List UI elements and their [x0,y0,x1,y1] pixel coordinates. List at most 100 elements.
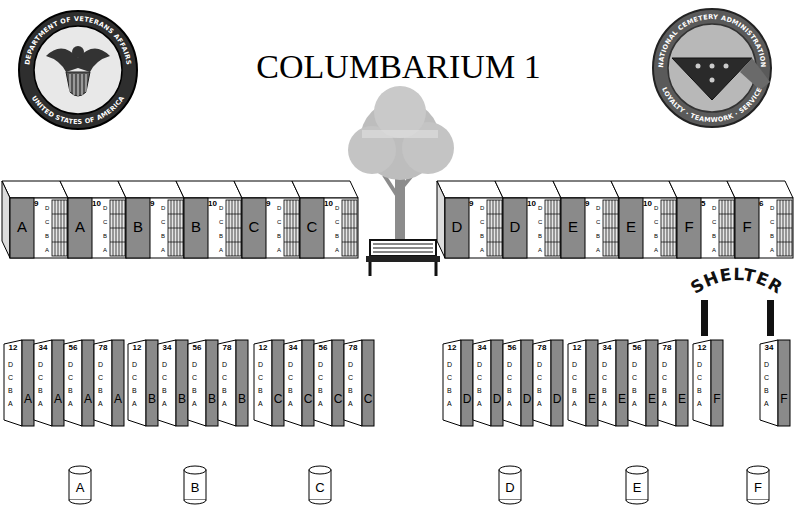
niche-wall [126,198,184,258]
row-letters: D C B A [654,201,660,257]
slab-front [332,340,344,426]
niche-grid [661,200,676,256]
block-number: 9 [34,199,46,209]
block-top [495,181,561,198]
niche-grid [284,200,299,256]
slab-front [551,340,563,426]
wall-block: D9D C B A [445,198,503,258]
block-shapes [2,181,793,504]
wall-block: F5D C B A [677,198,735,258]
section-letter: D [551,392,563,406]
slab-front [461,340,473,426]
block-number: 34 [35,343,51,353]
niche-grid [52,200,67,256]
niche-line [168,228,183,229]
niche-line [110,242,125,243]
section-letter: E [561,218,585,236]
row-letters: D C B A [662,358,668,410]
niche-slab: E 12 D C B A [568,340,598,426]
slab-side [158,340,176,426]
row-letters: D C B A [348,358,354,410]
row-letters: D C B A [288,358,294,410]
section-letter: C [309,480,331,496]
curved-text-path: DEPARTMENT OF VETERANS AFFAIRS [23,15,133,65]
row-letters: D C B A [507,358,513,410]
bench-legs [370,262,436,276]
marker-base [626,500,648,504]
niche-line [284,228,299,229]
row-letters: D C B A [477,358,483,410]
wall-band [735,198,759,258]
niche-grid [110,200,125,256]
wall-block: A10D C B A [68,198,126,258]
block-number: 78 [95,343,111,353]
block-number: 12 [569,343,585,353]
niche-line [342,242,357,243]
wall-band [10,198,34,258]
marker-base [747,500,769,504]
row-letters: D C B A [572,358,578,410]
row-letters: D C B A [596,201,602,257]
block-number: 12 [444,343,460,353]
block-top [437,181,503,198]
niche-slab: B56D C B A [188,340,218,426]
row-letters: D C B A [632,358,638,410]
wall-block: B10D C B A [184,198,242,258]
row-letters: D C B A [770,201,776,257]
curved-text-path: SHELTER [687,264,787,298]
niche-line [226,228,241,229]
bench [366,240,440,276]
shield-stripes [70,74,86,96]
section-letter: A [69,480,91,496]
section-letter: B [184,480,206,496]
section-letter: E [586,392,598,406]
block-top [2,181,68,198]
slab-side [760,340,778,426]
bench-seat [366,256,440,262]
wall-band [242,198,266,258]
row-letters: D C B A [45,201,51,257]
slab-side [658,340,676,426]
block-end [2,181,10,258]
niche-grid [226,200,241,256]
seal-ring [653,9,771,127]
wall-block: D10D C B A [503,198,561,258]
niche-line [284,242,299,243]
slab-side [503,340,521,426]
niche-line [487,214,502,215]
niche-slab: A34D C B A [34,340,64,426]
niche-slab: A12D C B A [4,340,34,426]
niche-grid [603,200,618,256]
niche-slab: A78D C B A [94,340,124,426]
niche-line [719,242,734,243]
slab-side [34,340,52,426]
niche-line [777,242,792,243]
section-letter: C [302,392,314,406]
niche-wall [10,198,68,258]
wall-band [126,198,150,258]
section-letter: A [68,218,92,236]
slab-side [693,340,711,426]
section-letter: A [22,392,34,406]
block-number: 9 [585,199,597,209]
seal-ring [19,11,137,129]
section-marker: A [69,474,91,502]
niche-grid [168,200,183,256]
nca-seal [653,9,771,127]
slab-side [64,340,82,426]
seal-text: DEPARTMENT OF VETERANS AFFAIRS [23,15,133,65]
section-letter: C [300,218,324,236]
slab-front [236,340,248,426]
niche-wall [300,198,358,258]
slab-side [218,340,236,426]
block-top [118,181,184,198]
niche-line [342,214,357,215]
niche-line [661,242,676,243]
section-letter: B [206,392,218,406]
marker-base [309,500,331,504]
niche-line [168,214,183,215]
bench-slats [373,244,433,252]
wall-band [68,198,92,258]
niche-line [487,228,502,229]
niche-line [603,214,618,215]
